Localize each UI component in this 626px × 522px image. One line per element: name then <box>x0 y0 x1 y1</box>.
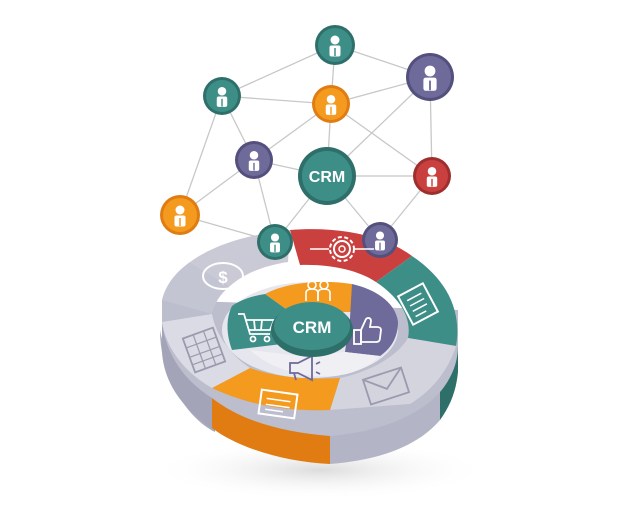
dollar-symbol: $ <box>218 268 228 287</box>
crm-hub: CRM <box>298 147 356 205</box>
report-icon <box>396 281 440 327</box>
team-icon <box>305 280 331 301</box>
person-icon <box>426 166 438 187</box>
person-icon <box>325 94 337 115</box>
gear-icon <box>310 236 374 262</box>
network-node-n6 <box>413 157 451 195</box>
inner-segment-team <box>265 281 368 312</box>
envelope-icon <box>361 366 411 406</box>
ground-shadow <box>150 440 490 500</box>
person-icon <box>270 233 280 253</box>
person-icon <box>174 205 186 227</box>
network-nodes <box>160 25 454 260</box>
network-node-n5 <box>235 141 273 179</box>
network-node-n8 <box>257 224 293 260</box>
person-icon <box>248 150 260 171</box>
ring-segment-teal <box>376 256 458 346</box>
dollar-icon: $ <box>202 262 244 290</box>
network-node-n4 <box>312 85 350 123</box>
person-icon <box>216 86 228 107</box>
megaphone-icon <box>289 354 321 382</box>
document-icon <box>257 388 299 420</box>
chart-table-icon <box>181 326 227 374</box>
thumbs-up-icon <box>353 317 382 345</box>
ring-segment-envelope <box>330 338 456 410</box>
person-icon <box>375 231 385 251</box>
ring-side-orange <box>212 398 330 464</box>
network-node-n9 <box>362 222 398 258</box>
network-lines <box>179 44 433 243</box>
network-node-n1 <box>315 25 355 65</box>
network-node-n3 <box>203 77 241 115</box>
person-icon <box>423 65 437 91</box>
network-node-n2 <box>406 53 454 101</box>
person-icon <box>329 35 341 57</box>
crm-center-badge: CRM <box>271 302 353 357</box>
network-node-n7 <box>160 195 200 235</box>
crm-center-label: CRM <box>293 318 332 337</box>
crm-hub-label: CRM <box>309 169 345 186</box>
